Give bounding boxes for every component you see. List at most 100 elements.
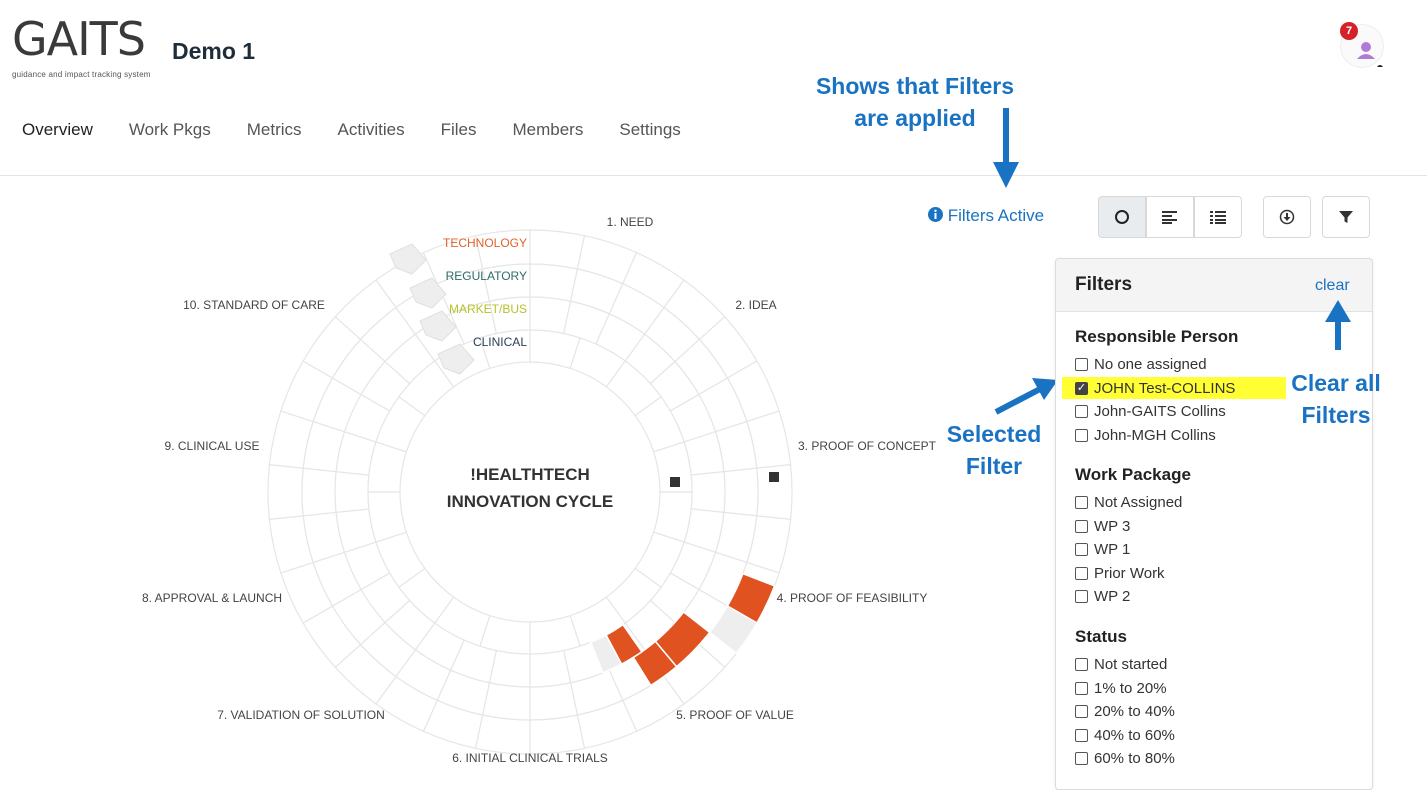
annotation-arrow-down (993, 108, 1019, 188)
filter-option-label: WP 2 (1094, 588, 1131, 606)
track-label: REGULATORY (446, 269, 527, 283)
filter-option[interactable]: 60% to 80% (1075, 747, 1175, 771)
filter-option-label: WP 3 (1094, 517, 1131, 535)
checkbox-checked[interactable]: ✓ (1075, 381, 1088, 395)
stage-label[interactable]: 1. NEED (607, 215, 654, 229)
wheel-cell[interactable] (529, 682, 579, 721)
track-label: TECHNOLOGY (443, 236, 527, 250)
checkbox[interactable] (1075, 543, 1088, 557)
circle-view-icon (1115, 210, 1129, 224)
bar-view-icon (1162, 211, 1177, 224)
tab-work-pkgs[interactable]: Work Pkgs (128, 120, 211, 139)
tab-members[interactable]: Members (512, 120, 584, 139)
stage-label[interactable]: 7. VALIDATION OF SOLUTION (217, 708, 385, 722)
wheel-cell[interactable] (529, 263, 579, 302)
filter-option-label: No one assigned (1094, 356, 1207, 374)
annotation-clear-line1: Clear all (1291, 370, 1381, 396)
checkbox[interactable] (1075, 681, 1088, 695)
clear-filters-link[interactable]: clear (1315, 277, 1350, 294)
wheel-cell[interactable] (301, 467, 337, 517)
filter-option[interactable]: ✓JOHN Test-COLLINS (1075, 377, 1238, 401)
wheel-cell[interactable] (334, 470, 370, 514)
annotation-filters-applied-line1: Shows that Filters (815, 73, 1015, 99)
main-nav: Overview Work Pkgs Metrics Activities Fi… (22, 120, 681, 140)
filter-option[interactable]: John-GAITS Collins (1075, 400, 1238, 424)
filter-section-title: Work Package (1075, 465, 1191, 484)
stage-label[interactable]: 9. CLINICAL USE (165, 439, 260, 453)
filters-active-indicator[interactable]: Filters Active (928, 206, 1044, 226)
wheel-title-line1: !HEALTHTECH (470, 465, 590, 484)
filters-active-label: Filters Active (947, 206, 1045, 225)
checkbox[interactable] (1075, 428, 1088, 442)
checkbox[interactable] (1075, 728, 1088, 742)
checkbox[interactable] (1075, 590, 1088, 604)
annotation-filters-applied: Shows that Filters are applied (790, 70, 1040, 134)
stage-label[interactable]: 10. STANDARD OF CARE (183, 298, 325, 312)
annotation-filters-applied-line2: are applied (854, 105, 976, 131)
filter-option[interactable]: 40% to 60% (1075, 724, 1175, 748)
wheel-cell[interactable] (690, 470, 726, 514)
list-view-button[interactable] (1194, 196, 1242, 238)
filter-option[interactable]: Prior Work (1075, 562, 1191, 586)
wheel-cell[interactable] (474, 714, 531, 755)
stage-label[interactable]: 2. IDEA (735, 298, 776, 312)
selected-filter-highlight (1062, 377, 1286, 399)
wheel-cell[interactable] (479, 329, 531, 370)
bar-view-button[interactable] (1146, 196, 1194, 238)
tab-metrics[interactable]: Metrics (246, 120, 302, 139)
checkbox[interactable] (1075, 519, 1088, 533)
filter-option[interactable]: 1% to 20% (1075, 677, 1175, 701)
filter-option[interactable]: John-MGH Collins (1075, 424, 1238, 448)
checkbox[interactable] (1075, 705, 1088, 719)
checkbox[interactable] (1075, 566, 1088, 580)
wheel-rings (267, 229, 793, 755)
filter-option-label: 20% to 40% (1094, 703, 1175, 721)
stage-label[interactable]: 8. APPROVAL & LAUNCH (142, 591, 282, 605)
wheel-cell[interactable] (529, 229, 586, 270)
filter-option-label: Not started (1094, 656, 1168, 674)
innovation-cycle-wheel: TECHNOLOGY REGULATORY MARKET/BUS CLINICAL 1.… (142, 215, 937, 765)
tab-overview[interactable]: Overview (22, 120, 93, 139)
filter-option[interactable]: WP 3 (1075, 515, 1191, 539)
stage-label[interactable]: 3. PROOF OF CONCEPT (798, 439, 937, 453)
wheel-cell[interactable] (267, 463, 304, 521)
logo-tagline: guidance and impact tracking system (12, 70, 151, 79)
wheel-cell[interactable] (529, 714, 586, 755)
wheel-cell[interactable] (481, 682, 531, 721)
wheel-cell[interactable] (529, 614, 581, 655)
milestone-marker[interactable] (670, 477, 680, 487)
track-label: MARKET/BUS (449, 302, 527, 316)
notification-badge[interactable]: 7 (1340, 22, 1358, 40)
filter-option[interactable]: WP 1 (1075, 538, 1191, 562)
checkbox[interactable] (1075, 752, 1088, 766)
wheel-cell[interactable] (723, 467, 759, 517)
checkbox[interactable] (1075, 405, 1088, 419)
filter-option[interactable]: No one assigned (1075, 353, 1238, 377)
filter-option[interactable]: 20% to 40% (1075, 700, 1175, 724)
project-title: Demo 1 (172, 38, 256, 64)
circle-view-button[interactable] (1098, 196, 1146, 238)
download-button[interactable] (1263, 196, 1311, 238)
filter-toggle-button[interactable] (1322, 196, 1370, 238)
filter-option[interactable]: Not started (1075, 653, 1175, 677)
tab-activities[interactable]: Activities (337, 120, 405, 139)
wheel-cell[interactable] (367, 491, 408, 543)
annotation-clear-line2: Filters (1301, 402, 1371, 428)
wheel-cell-active[interactable] (589, 634, 623, 674)
tab-settings[interactable]: Settings (619, 120, 681, 139)
checkbox[interactable] (1075, 658, 1088, 672)
stage-label[interactable]: 4. PROOF OF FEASIBILITY (777, 591, 928, 605)
milestone-marker[interactable] (769, 472, 779, 482)
track-label: CLINICAL (473, 335, 527, 349)
checkbox[interactable] (1075, 496, 1088, 510)
tab-files[interactable]: Files (440, 120, 477, 139)
stage-label[interactable]: 6. INITIAL CLINICAL TRIALS (452, 751, 608, 765)
wheel-cell[interactable] (529, 649, 572, 688)
stage-label[interactable]: 5. PROOF OF VALUE (676, 708, 794, 722)
filter-option[interactable]: WP 2 (1075, 585, 1191, 609)
filter-option[interactable]: Not Assigned (1075, 491, 1191, 515)
wheel-title-line2: INNOVATION CYCLE (447, 492, 614, 511)
checkbox[interactable] (1075, 358, 1088, 372)
